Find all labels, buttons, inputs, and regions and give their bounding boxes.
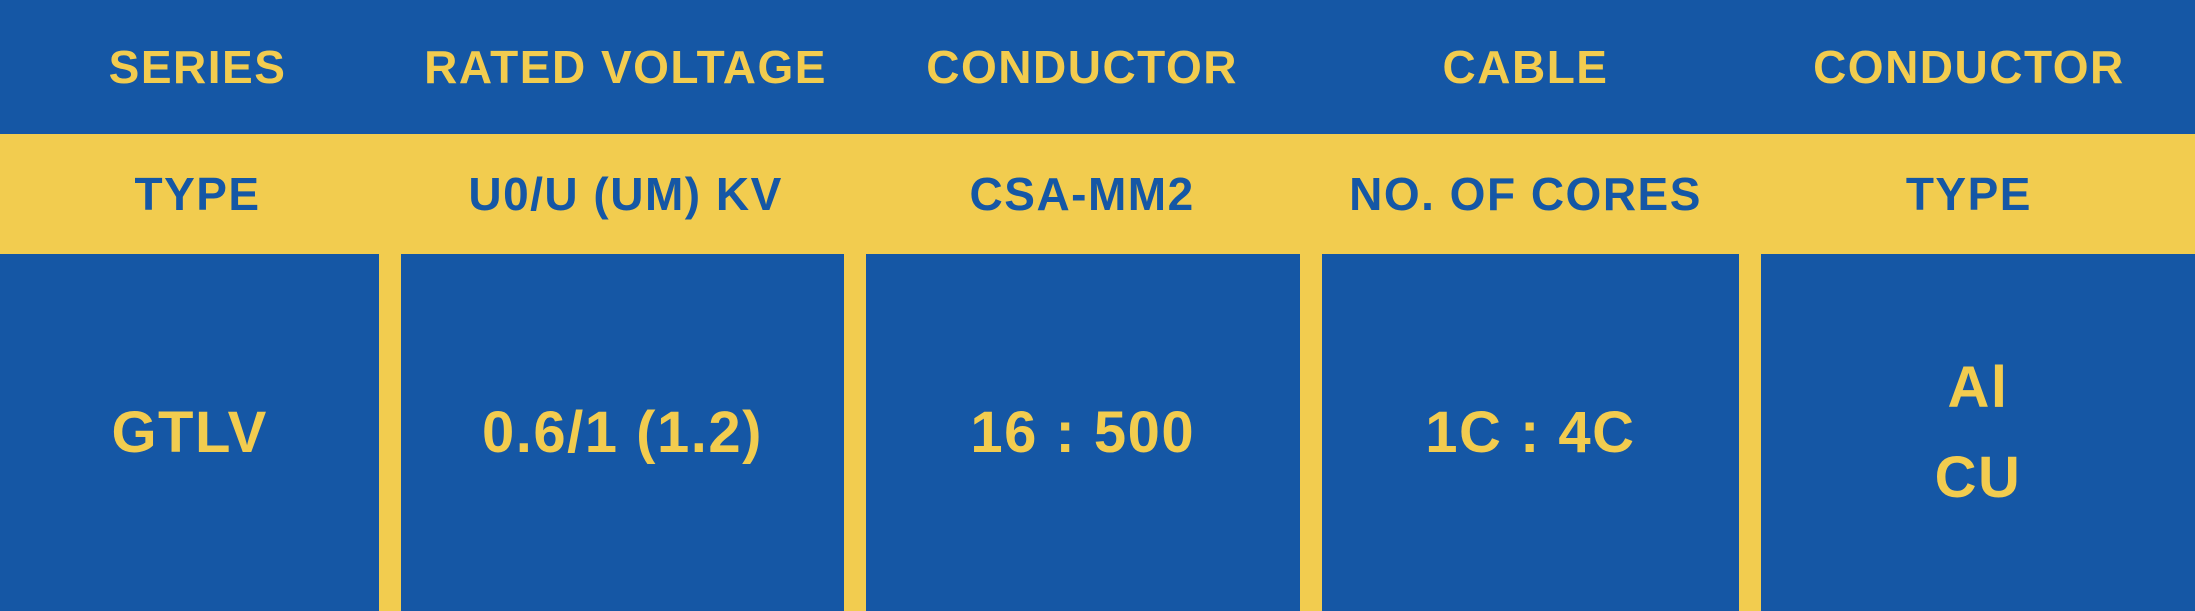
header-conductor-2: CONDUCTOR <box>1813 41 2125 93</box>
subheader-type-2: TYPE <box>1905 168 2032 220</box>
value-series-type: GTLV <box>0 254 380 611</box>
subheader-type: TYPE <box>134 168 261 220</box>
data-row: GTLV 0.6/1 (1.2) 16 : 500 1C : 4C Al CU <box>0 254 2195 611</box>
header-conductor: CONDUCTOR <box>926 41 1238 93</box>
header-row-primary: SERIES RATED VOLTAGE CONDUCTOR CABLE CON… <box>0 0 2195 134</box>
subheader-voltage-unit: U0/U (UM) KV <box>468 168 783 220</box>
value-conductor-csa: 16 : 500 <box>865 254 1300 611</box>
header-rated-voltage: RATED VOLTAGE <box>424 41 827 93</box>
header-row-secondary: TYPE U0/U (UM) KV CSA-MM2 NO. OF CORES T… <box>0 134 2195 254</box>
header-cable: CABLE <box>1442 41 1609 93</box>
subheader-cores: NO. OF CORES <box>1349 168 1702 220</box>
conductor-type-line-1: Al <box>1947 354 2009 420</box>
value-cable-cores: 1C : 4C <box>1321 254 1739 611</box>
value-conductor-type: Al CU <box>1760 254 2195 611</box>
conductor-type-line-2: CU <box>1934 444 2022 510</box>
subheader-csa: CSA-MM2 <box>969 168 1195 220</box>
value-rated-voltage: 0.6/1 (1.2) <box>401 254 844 611</box>
header-series: SERIES <box>108 41 287 93</box>
